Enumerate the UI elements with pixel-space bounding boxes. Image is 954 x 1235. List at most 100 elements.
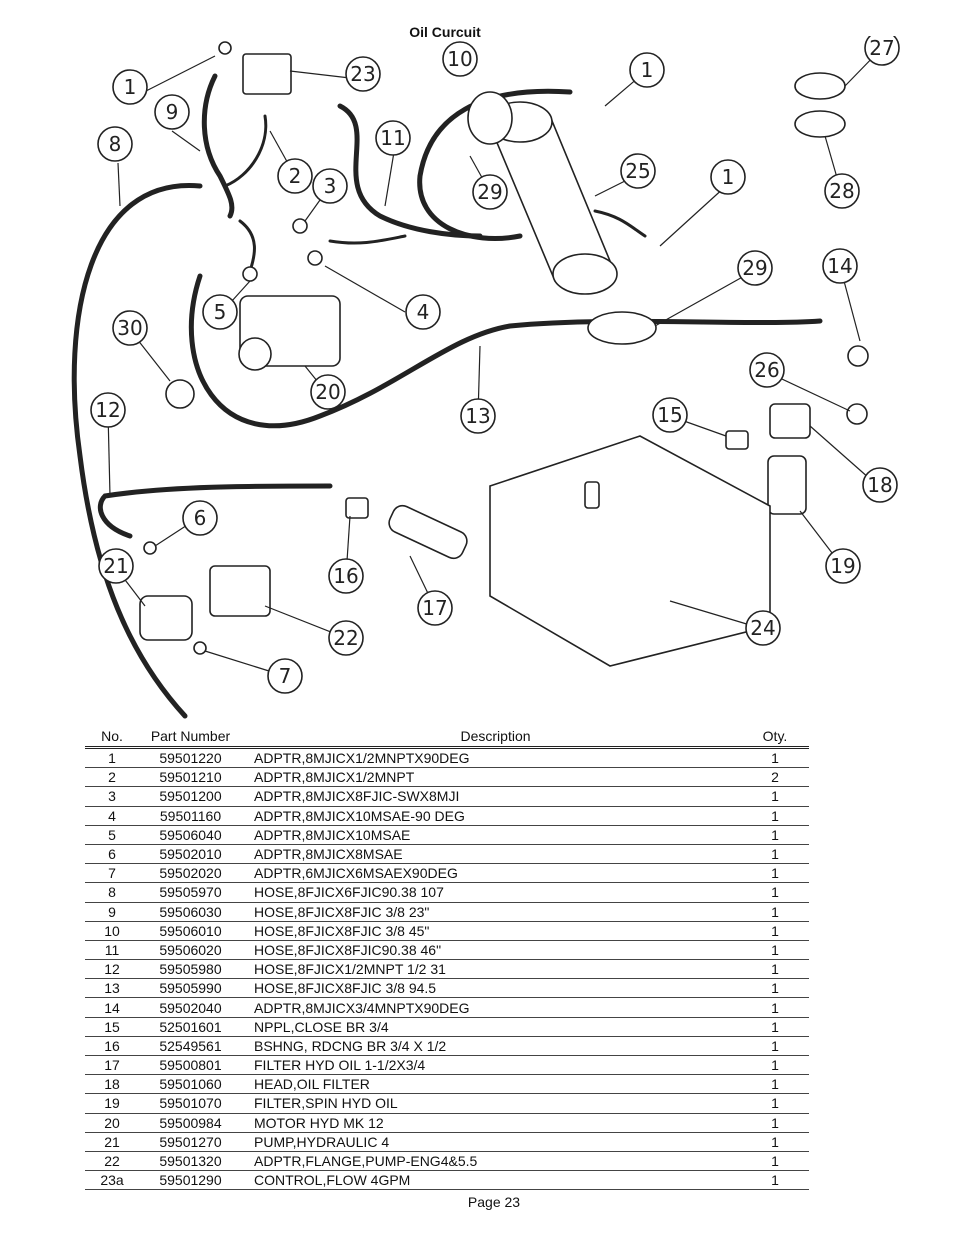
svg-text:20: 20 <box>315 380 340 404</box>
cell-qty: 1 <box>741 825 809 845</box>
header-no: No. <box>101 728 123 744</box>
callout-9: 9 <box>154 94 190 130</box>
cell-part-number: 59506020 <box>139 940 242 961</box>
cell-no: 5 <box>85 825 139 845</box>
cell-part-number: 59502010 <box>139 844 242 865</box>
cell-part-number: 59506040 <box>139 825 242 845</box>
cell-description: FILTER,SPIN HYD OIL <box>242 1093 741 1114</box>
cell-description: ADPTR,8MJICX1/2MNPTX90DEG <box>242 747 741 769</box>
cell-description: HOSE,8FJICX1/2MNPT 1/2 31 <box>242 959 741 980</box>
cell-description: NPPL,CLOSE BR 3/4 <box>242 1017 741 1037</box>
cell-qty: 1 <box>741 940 809 961</box>
svg-text:8: 8 <box>109 132 122 156</box>
cell-no: 4 <box>85 806 139 826</box>
callout-1a: 1 <box>112 69 148 105</box>
cell-part-number: 59501200 <box>139 786 242 807</box>
svg-text:5: 5 <box>214 300 227 324</box>
cell-part-number: 59506010 <box>139 921 242 941</box>
svg-text:27: 27 <box>869 36 894 60</box>
cell-part-number: 52549561 <box>139 1036 242 1057</box>
cell-qty: 1 <box>741 844 809 865</box>
bushing-16 <box>345 497 369 519</box>
callout-11: 11 <box>375 120 411 156</box>
cell-qty: 1 <box>741 978 809 999</box>
cell-part-number: 59501160 <box>139 806 242 826</box>
hose-13 <box>189 273 823 429</box>
adapter-6 <box>143 541 157 555</box>
cell-qty: 1 <box>741 1093 809 1114</box>
cell-no: 9 <box>85 902 139 922</box>
gasket-29-bottom <box>587 311 657 345</box>
cell-qty: 1 <box>741 1055 809 1076</box>
hose-3 <box>328 234 407 245</box>
cell-description: BSHNG, RDCNG BR 3/4 X 1/2 <box>242 1036 741 1057</box>
hose-short <box>593 209 647 238</box>
hose-11 <box>337 103 483 239</box>
svg-text:11: 11 <box>380 126 405 150</box>
cell-description: HOSE,8FJICX8FJIC 3/8 23" <box>242 902 741 922</box>
callout-15: 15 <box>652 397 688 433</box>
hose-8 <box>71 183 203 719</box>
header-part-number: Part Number <box>150 728 231 744</box>
cell-description: HOSE,8FJICX8FJIC 3/8 94.5 <box>242 978 741 999</box>
svg-text:12: 12 <box>95 398 120 422</box>
hose-2 <box>223 114 268 188</box>
cell-qty: 1 <box>741 786 809 807</box>
callout-19: 19 <box>825 548 861 584</box>
cell-qty: 1 <box>741 863 809 884</box>
washer-30 <box>165 379 195 409</box>
flange-22 <box>209 565 271 617</box>
nipple-15 <box>725 430 749 450</box>
tank-24 <box>489 435 771 667</box>
pump-21 <box>139 595 193 641</box>
cell-qty: 1 <box>741 1017 809 1037</box>
svg-text:17: 17 <box>422 596 447 620</box>
cell-no: 10 <box>85 921 139 941</box>
cell-qty: 1 <box>741 997 809 1018</box>
cell-no: 18 <box>85 1074 139 1095</box>
callout-18: 18 <box>862 467 898 503</box>
header-description: Description <box>460 728 531 744</box>
svg-text:6: 6 <box>194 506 207 530</box>
cell-part-number: 59501320 <box>139 1151 242 1172</box>
cell-part-number: 59501210 <box>139 767 242 788</box>
cell-part-number: 59500984 <box>139 1113 242 1133</box>
cell-qty: 1 <box>741 882 809 903</box>
svg-text:28: 28 <box>829 179 854 203</box>
svg-text:10: 10 <box>447 47 472 71</box>
cell-description: ADPTR,8MJICX8MSAE <box>242 844 741 865</box>
callout-23: 23 <box>345 56 381 92</box>
svg-text:13: 13 <box>465 404 490 428</box>
callout-12: 12 <box>90 392 126 428</box>
callout-13: 13 <box>460 398 496 434</box>
return-tube-flange-bottom <box>552 253 618 295</box>
cell-no: 2 <box>85 767 139 788</box>
callout-24: 24 <box>745 610 781 646</box>
callout-21: 21 <box>98 548 134 584</box>
cell-qty: 1 <box>741 921 809 941</box>
svg-text:30: 30 <box>117 316 142 340</box>
adapter-3 <box>292 218 308 234</box>
cell-no: 14 <box>85 997 139 1018</box>
adapter-1-top <box>218 41 232 55</box>
svg-text:1: 1 <box>641 58 654 82</box>
cell-description: ADPTR,6MJICX6MSAEX90DEG <box>242 863 741 884</box>
cell-part-number: 59502040 <box>139 997 242 1018</box>
cell-description: ADPTR,8MJICX1/2MNPT <box>242 767 741 788</box>
hose-9 <box>201 73 235 219</box>
tank-cap <box>584 481 600 509</box>
adapter-14 <box>847 345 869 367</box>
cell-qty: 1 <box>741 1151 809 1172</box>
svg-text:9: 9 <box>166 100 179 124</box>
svg-text:24: 24 <box>750 616 775 640</box>
gasket-29-top <box>467 91 513 145</box>
